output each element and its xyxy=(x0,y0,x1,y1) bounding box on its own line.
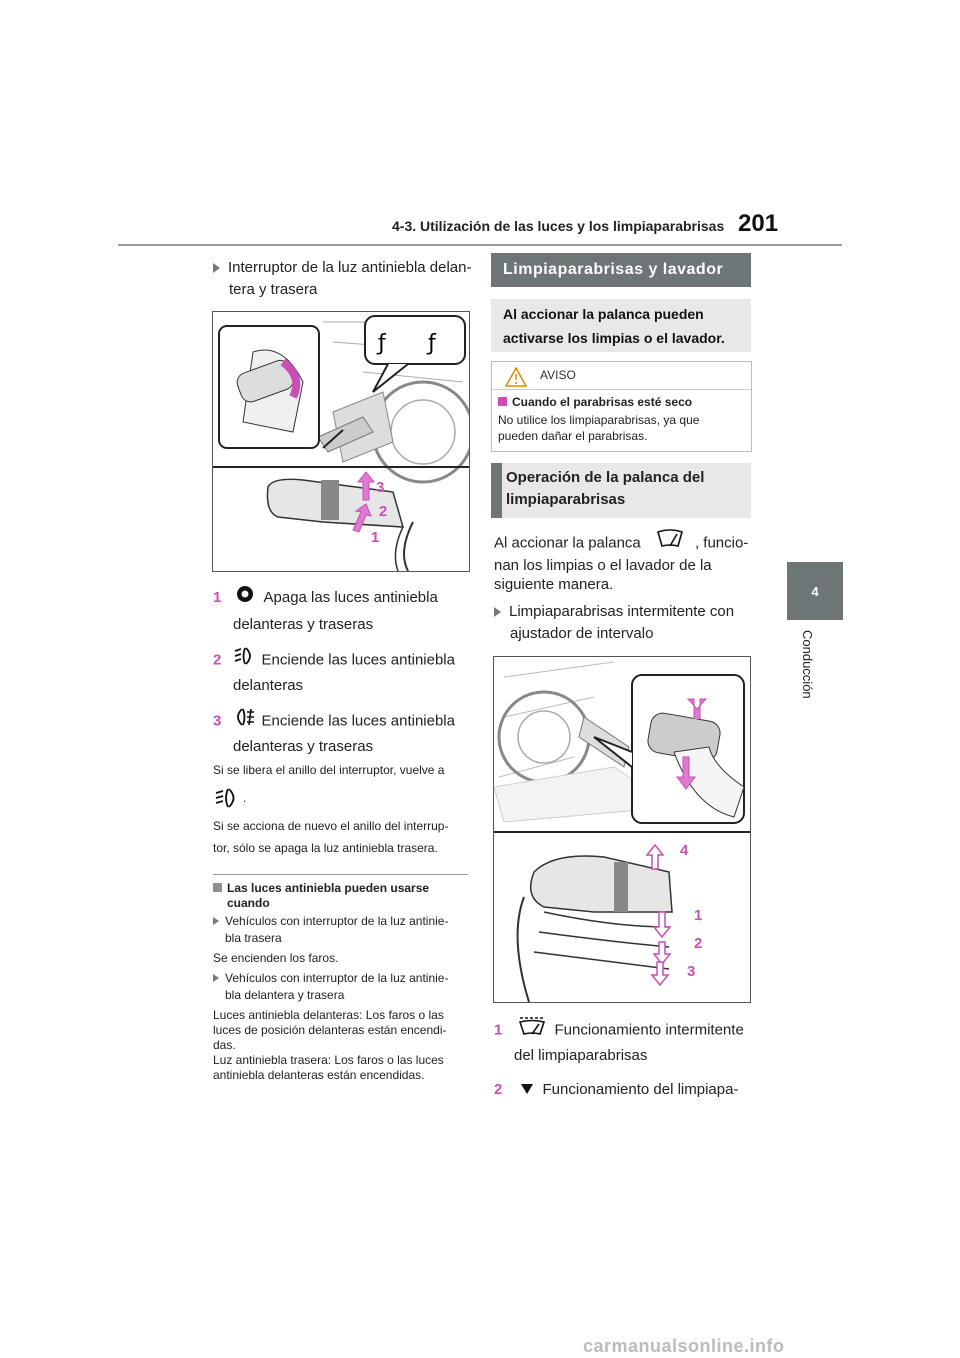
b2-body-5: antiniebla delanteras están encendidas. xyxy=(213,1068,425,1082)
note-text: Si se libera el anillo del interruptor, … xyxy=(213,763,445,777)
warning-heading-text: Cuando el parabrisas esté seco xyxy=(512,395,693,409)
chapter-tab: 4 xyxy=(787,562,843,620)
wiper-bullet-2: ajustador de intervalo xyxy=(510,625,654,642)
heading-line-2: cuando xyxy=(227,896,270,910)
rear-fog-icon xyxy=(232,706,256,737)
op-text-a: Al accionar la palanca xyxy=(494,534,641,552)
op-paragraph-1: Al accionar la palanca , funcio- xyxy=(494,528,748,559)
b1-line2: bla trasera xyxy=(225,931,282,945)
heading-line-1: Las luces antiniebla pueden usarse xyxy=(227,881,430,895)
fog-switch-figure: ƒ ƒ 3 2 1 xyxy=(212,311,475,572)
item-text: Enciende las luces antiniebla xyxy=(261,712,455,730)
fig2-label-2: 2 xyxy=(694,935,703,952)
warning-divider xyxy=(492,389,751,390)
warning-title: AVISO xyxy=(540,368,576,382)
heading-accent xyxy=(491,463,502,518)
fig2-label-4: 4 xyxy=(680,842,689,859)
b2-body-2: luces de posición delanteras están encen… xyxy=(213,1023,447,1037)
op-title-2: limpiaparabrisas xyxy=(506,491,626,508)
item-number: 1 xyxy=(213,589,222,606)
heading-box: Operación de la palanca del limpiaparabr… xyxy=(502,463,751,518)
b1-body: Se encienden los faros. xyxy=(213,951,339,965)
fig2-label-3: 3 xyxy=(687,963,696,980)
item-number: 2 xyxy=(494,1081,503,1098)
item-text: Enciende las luces antiniebla xyxy=(261,651,455,669)
front-fog-icon xyxy=(232,645,256,676)
warning-text-2: pueden dañar el parabrisas. xyxy=(498,429,648,443)
bullet-arrow-icon xyxy=(213,917,219,925)
b2-body-1: Luces antiniebla delanteras: Los faros o… xyxy=(213,1008,444,1022)
operation-heading: Operación de la palanca del limpiaparabr… xyxy=(491,463,751,518)
item-number: 2 xyxy=(213,651,222,669)
intro-bullet: Interruptor de la luz antiniebla delan- xyxy=(213,254,472,281)
divider xyxy=(213,874,468,875)
op-text-b: , funcio- xyxy=(694,534,749,552)
wiper-lever-figure: 4 1 2 3 xyxy=(493,656,751,1003)
op-paragraph-3: siguiente manera. xyxy=(494,576,614,593)
item-text: Funcionamiento intermitente xyxy=(554,1021,744,1039)
item-number: 3 xyxy=(213,712,222,730)
warning-triangle-icon xyxy=(504,366,528,393)
intro-box-line2: activarse los limpias o el lavador. xyxy=(503,330,725,346)
fog-item-1: 1 Apaga las luces antiniebla xyxy=(213,584,438,612)
down-triangle-icon xyxy=(520,1077,533,1104)
item-number: 1 xyxy=(494,1021,503,1039)
note2-line2: tor, sólo se apaga la luz antiniebla tra… xyxy=(213,841,438,855)
fig1-label-3: 3 xyxy=(376,479,385,496)
op-title-1: Operación de la palanca del xyxy=(506,469,705,486)
wiper-item-1: 1 Funcionamiento intermitente xyxy=(494,1015,744,1046)
wiper-icon xyxy=(655,528,685,559)
fig1-label-1: 1 xyxy=(371,529,380,546)
svg-text:ƒ: ƒ xyxy=(376,331,387,356)
b2-body-3: das. xyxy=(213,1038,236,1052)
square-bullet-icon xyxy=(498,397,507,406)
wiper-lever-illustration xyxy=(493,661,750,1003)
b2-line2: bla delantera y trasera xyxy=(225,988,345,1002)
fog-item-1-cont: delanteras y traseras xyxy=(233,616,374,633)
note2-line1: Si se acciona de nuevo el anillo del int… xyxy=(213,819,449,833)
b2-line1: Vehículos con interruptor de la luz anti… xyxy=(213,970,448,987)
warning-text-1: No utilice los limpiaparabrisas, ya que xyxy=(498,413,700,427)
item-text: Apaga las luces antiniebla xyxy=(263,589,438,606)
header-divider xyxy=(118,244,842,246)
wiper-bullet: Limpiaparabrisas intermitente con xyxy=(494,598,734,625)
note-period: . xyxy=(243,791,247,805)
watermark: carmanualsonline.info xyxy=(583,1336,785,1356)
intro-box-line1: Al accionar la palanca pueden xyxy=(503,306,704,322)
b1-line1: Vehículos con interruptor de la luz anti… xyxy=(213,913,448,930)
fig1-label-2: 2 xyxy=(379,503,388,520)
fog-item-2-cont: delanteras xyxy=(233,677,304,694)
item-text: Funcionamiento del limpiapa- xyxy=(542,1081,739,1098)
fog-off-icon xyxy=(236,585,254,612)
fog-item-3-cont: delanteras y traseras xyxy=(233,738,374,755)
wiper-item-2: 2 Funcionamiento del limpiapa- xyxy=(494,1076,738,1104)
page-number: 201 xyxy=(738,210,779,237)
wiper-item-1-cont: del limpiaparabrisas xyxy=(514,1047,648,1064)
warning-box: AVISO Cuando el parabrisas esté seco No … xyxy=(491,361,752,452)
section-header: 4-3. Utilización de las luces y los limp… xyxy=(392,218,725,234)
bullet-arrow-icon xyxy=(213,263,220,274)
b2-body-4: Luz antiniebla trasera: Los faros o las … xyxy=(213,1053,444,1067)
fog-item-2: 2 Enciende las luces antiniebla xyxy=(213,645,455,676)
b2-text: Vehículos con interruptor de la luz anti… xyxy=(225,971,449,985)
warning-heading: Cuando el parabrisas esté seco xyxy=(498,395,692,410)
fog-item-3: 3 Enciende las luces antiniebla xyxy=(213,706,455,737)
bullet-arrow-icon xyxy=(213,974,219,982)
bullet-arrow-icon xyxy=(494,607,501,618)
square-bullet-icon xyxy=(213,883,222,892)
subsection-heading: Las luces antiniebla pueden usarse cuand… xyxy=(213,881,473,911)
section-title-bar: Limpiaparabrisas y lavador xyxy=(491,253,751,287)
chapter-label: Conducción xyxy=(800,630,815,699)
intro-text-2: tera y trasera xyxy=(229,281,318,298)
svg-text:ƒ: ƒ xyxy=(426,331,437,356)
fog-switch-illustration: ƒ ƒ xyxy=(213,315,475,572)
wiper-bullet-text: Limpiaparabrisas intermitente con xyxy=(509,603,735,620)
b1-text: Vehículos con interruptor de la luz anti… xyxy=(225,914,449,928)
wiper-intermittent-icon xyxy=(517,1015,547,1046)
intro-box: Al accionar la palanca pueden activarse … xyxy=(491,299,751,352)
op-paragraph-2: nan los limpias o el lavador de la xyxy=(494,557,712,574)
intro-text: Interruptor de la luz antiniebla delan- xyxy=(228,259,472,276)
front-fog-icon xyxy=(213,786,241,815)
fig2-label-1: 1 xyxy=(694,907,703,924)
